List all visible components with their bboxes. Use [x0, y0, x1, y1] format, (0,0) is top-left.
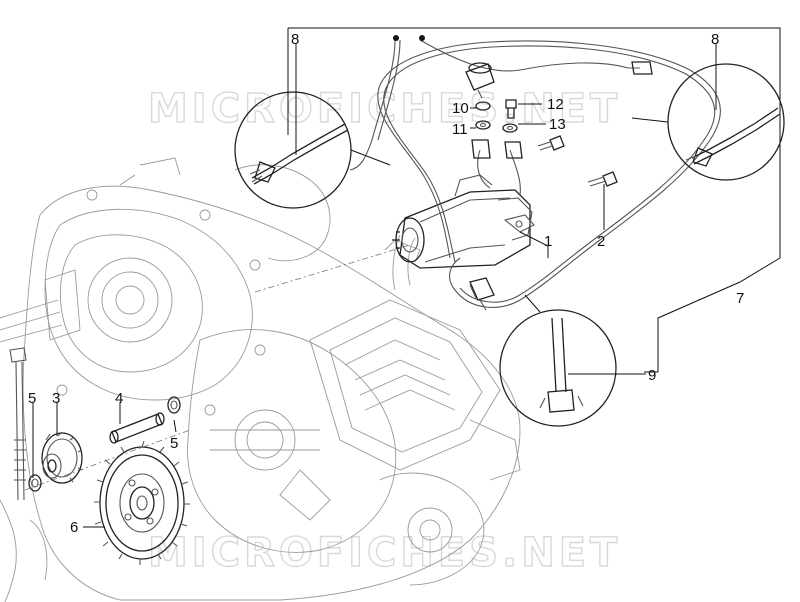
left-rod — [9, 347, 27, 501]
callout-8-right: 8 — [711, 31, 719, 48]
callout-numbers: 1 2 3 4 5 5 6 7 8 8 9 10 11 12 13 — [28, 31, 744, 536]
bolt-12 — [505, 99, 517, 119]
assembly-axis-lines — [24, 244, 411, 491]
callout-3: 3 — [52, 390, 60, 407]
detail-circle-clamp — [499, 294, 617, 427]
washers-5 — [28, 396, 181, 492]
washer-13 — [502, 123, 518, 133]
callout-leaders — [32, 44, 717, 528]
callout-6: 6 — [70, 519, 78, 536]
callout-5-left: 5 — [28, 390, 36, 407]
callout-10: 10 — [452, 100, 469, 117]
callout-4: 4 — [115, 390, 123, 407]
callout-13: 13 — [549, 116, 566, 133]
callout-5-right: 5 — [170, 435, 178, 452]
washer-11 — [475, 120, 491, 130]
shaft-4 — [109, 412, 165, 444]
bolts-2 — [537, 135, 618, 187]
callout-12: 12 — [547, 96, 564, 113]
callout-1: 1 — [544, 233, 552, 250]
nut-10 — [475, 101, 491, 111]
ground-wire — [471, 139, 523, 196]
starter-motor — [392, 174, 535, 269]
detail-circle-cable-tie-right — [631, 63, 785, 181]
group-bracket-lines — [287, 27, 781, 373]
starter-cable — [349, 35, 721, 311]
starter-driven-gear-6 — [94, 440, 190, 565]
reference-dot-right — [419, 35, 425, 41]
small-hardware — [475, 99, 518, 133]
callout-7: 7 — [736, 290, 744, 307]
callout-8-left: 8 — [291, 31, 299, 48]
terminal-boot — [465, 62, 495, 99]
callout-2: 2 — [597, 233, 605, 250]
reference-dot-left — [393, 35, 399, 41]
detail-circle-cable-tie-left — [234, 91, 391, 209]
callout-11: 11 — [452, 121, 468, 138]
intermediate-gear-3 — [41, 431, 83, 484]
watermark-bottom: MICROFICHES.NET — [148, 530, 621, 576]
engine-crankcase — [0, 157, 521, 602]
callout-9: 9 — [648, 367, 656, 384]
